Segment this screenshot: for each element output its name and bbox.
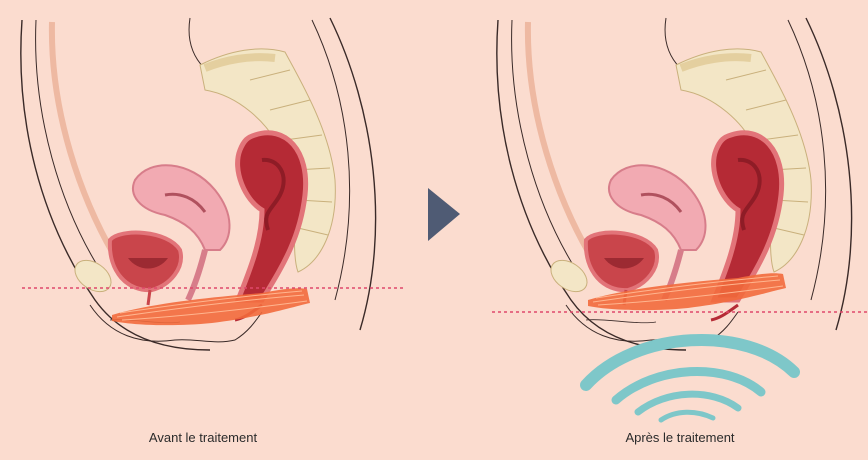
after-treatment-caption: Après le traitement bbox=[625, 430, 734, 445]
radio-waves-icon bbox=[586, 340, 794, 420]
before-panel bbox=[21, 18, 405, 350]
sagging-pelvic-floor-muscle bbox=[112, 288, 310, 325]
before-treatment-caption: Avant le traitement bbox=[149, 430, 257, 445]
play-arrow-icon bbox=[428, 188, 460, 241]
after-panel bbox=[492, 18, 868, 420]
